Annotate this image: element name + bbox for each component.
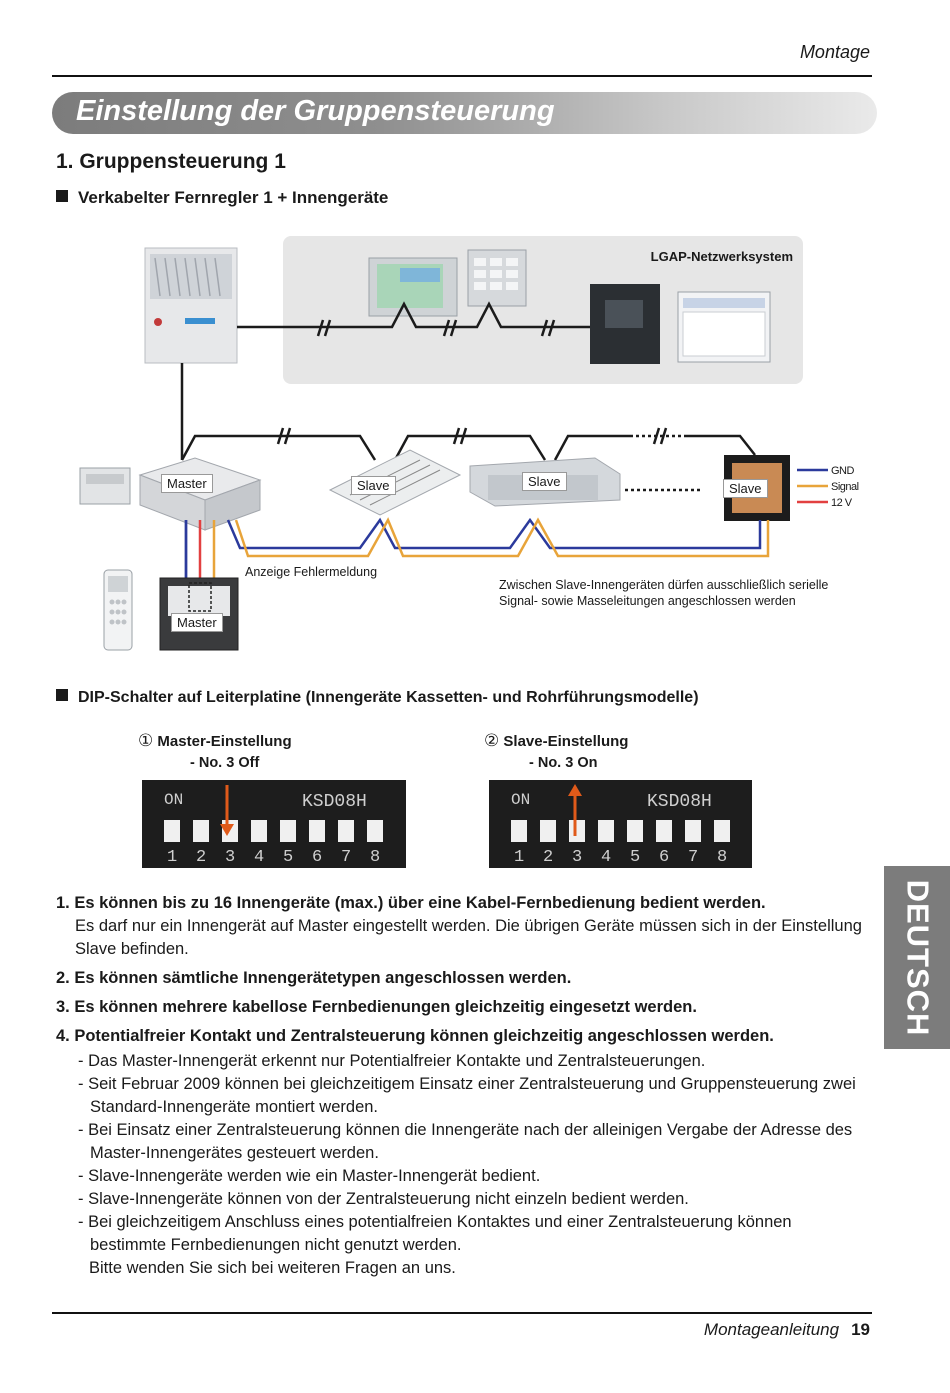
unit-label-master: Master [161,474,213,493]
dip-model-label: KSD08H [647,792,712,812]
error-display-label: Anzeige Fehlermeldung [245,565,378,579]
svg-text:7: 7 [341,848,351,867]
svg-text:5: 5 [630,848,640,867]
list-subitem: - Bei gleichzeitigem Anschluss eines pot… [78,1213,792,1254]
touch-controller-icon [368,257,458,317]
dip-heading: DIP-Schalter auf Leiterplatine (Innenger… [56,689,699,707]
legend-signal: Signal [831,481,859,493]
svg-text:8: 8 [370,848,380,867]
list-subitem: - Slave-Innengeräte können von der Zentr… [78,1190,689,1208]
notes-list: 1. Es können bis zu 16 Innengeräte (max.… [56,892,866,1280]
arrow-down-icon [220,824,234,836]
footer-text: Montageanleitung [703,1320,840,1339]
page-number: 19 [851,1320,870,1339]
slave-setting-title: ② Slave-Einstellung [484,731,628,751]
dip-model-label: KSD08H [302,792,367,812]
master-title-text: Master-Einstellung [157,733,292,750]
subheading-text: Verkabelter Fernregler 1 + Innengeräte [78,188,389,207]
section-heading: 1. Gruppensteuerung 1 [56,150,286,173]
page-title: Einstellung der Gruppensteuerung [76,95,555,127]
outdoor-unit-icon [144,247,238,364]
wired-remote-small-icon [79,467,131,505]
signal-wiring [184,468,828,578]
bottom-rule [52,1312,872,1314]
slave-number: ② [484,731,500,750]
svg-text:1: 1 [167,848,177,867]
language-tab-label: DEUTSCH [900,879,935,1036]
wire-legend: GND Signal 12 V [831,463,859,511]
legend-gnd: GND [831,465,854,477]
gateway-box-icon [590,284,660,364]
svg-text:2: 2 [196,848,206,867]
refrigerant-lines [180,363,756,492]
svg-text:6: 6 [312,848,322,867]
unit-label-slave-1: Slave [351,476,396,495]
list-subitem: - Seit Februar 2009 können bei gleichzei… [78,1075,856,1116]
svg-text:4: 4 [601,848,611,867]
slave-title-text: Slave-Einstellung [503,733,629,750]
title-bar [52,92,877,134]
svg-text:7: 7 [688,848,698,867]
list-subitem: - Das Master-Innengerät erkennt nur Pote… [78,1052,706,1070]
closing-note: Bitte wenden Sie sich bei weiteren Frage… [89,1259,456,1277]
unit-label-slave-2: Slave [522,472,567,491]
cassette-unit-master-icon [138,457,262,531]
list-item-2-title: 2. Es können sämtliche Innengerätetypen … [56,969,572,987]
list-subitem: - Bei Einsatz einer Zentralsteuerung kön… [78,1121,853,1162]
header-section-label: Montage [799,42,870,62]
svg-text:6: 6 [659,848,669,867]
slave-wiring-note: Zwischen Slave-Innengeräten dürfen aussc… [499,578,829,608]
subheading: Verkabelter Fernregler 1 + Innengeräte [56,188,388,208]
wiring-diagram: LGAP-Netzwerksystem [79,236,828,651]
network-label: LGAP-Netzwerksystem [651,249,793,264]
list-item-1-title: 1. Es können bis zu 16 Innengeräte (max.… [56,894,766,912]
arrow-up-icon [568,784,582,796]
svg-text:3: 3 [572,848,582,867]
svg-text:1: 1 [514,848,524,867]
remote-label-master: Master [171,613,223,632]
wireless-remote-icon [103,569,133,651]
legend-12v: 12 V [831,497,852,509]
svg-text:3: 3 [225,848,235,867]
dip-on-label: ON [511,791,530,809]
svg-text:8: 8 [717,848,727,867]
svg-text:4: 4 [254,848,264,867]
list-item-1-text: Es darf nur ein Innengerät auf Master ei… [75,917,862,958]
list-item-4-title: 4. Potentialfreier Kontakt und Zentralst… [56,1027,774,1045]
master-setting-title: ① Master-Einstellung [138,731,292,751]
square-bullet-icon [56,689,68,701]
master-number: ① [138,731,154,750]
unit-label-slave-3: Slave [723,479,768,498]
master-setting-sub: - No. 3 Off [190,755,260,771]
top-rule [52,75,872,77]
ac-smart-controller-icon [467,249,527,307]
language-tab: DEUTSCH [884,866,950,1049]
list-subitem: - Slave-Innengeräte werden wie ein Maste… [78,1167,541,1185]
svg-text:5: 5 [283,848,293,867]
svg-text:2: 2 [543,848,553,867]
network-line [237,301,590,337]
square-bullet-icon [56,190,68,202]
pc-screen-icon [677,291,771,363]
slave-setting-sub: - No. 3 On [529,755,598,771]
dip-heading-text: DIP-Schalter auf Leiterplatine (Innenger… [78,689,699,706]
dip-on-label: ON [164,791,183,809]
list-item-3-title: 3. Es können mehrere kabellose Fernbedie… [56,998,697,1016]
footer: Montageanleitung 19 [704,1320,870,1340]
